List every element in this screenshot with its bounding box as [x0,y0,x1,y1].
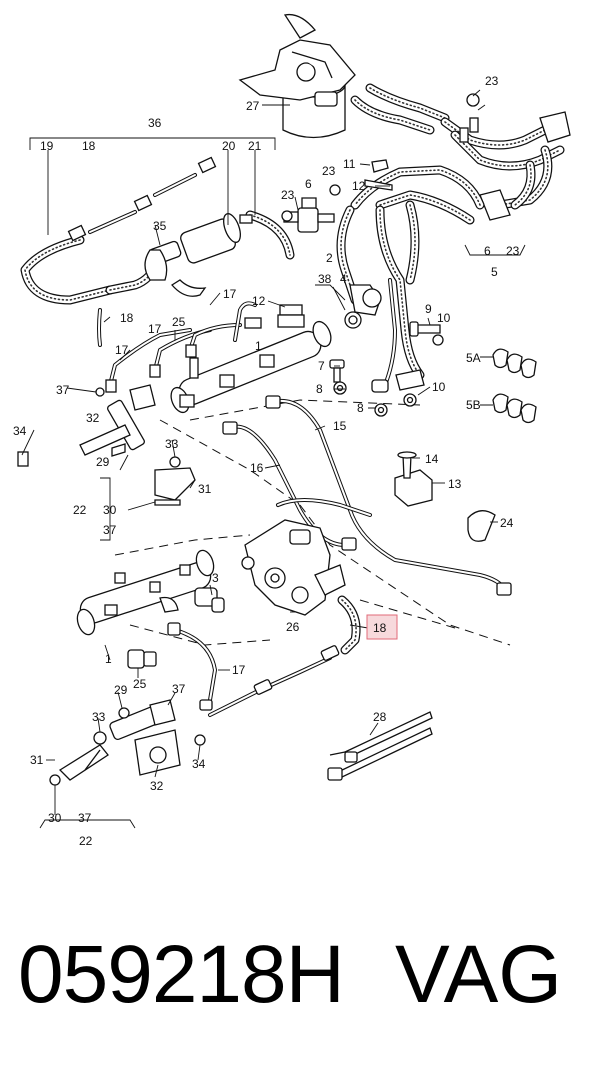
cable-ties [327,711,433,781]
callout-6: 6 [484,244,491,258]
callout-12: 12 [252,294,266,308]
callout-17: 17 [115,343,129,357]
callout-25: 25 [133,677,147,691]
lower-feed-pipe [127,595,361,717]
callout-5: 5 [491,265,498,279]
upper-injector [17,384,196,506]
callout-1: 1 [105,652,112,666]
callout-37: 37 [56,383,70,397]
callout-20: 20 [222,139,236,153]
callout-12: 12 [352,179,366,193]
callout-13: 13 [448,477,462,491]
callout-9: 9 [425,302,432,316]
callout-19: 19 [40,139,54,153]
callout-7: 7 [318,359,325,373]
fuel-system-exploded-diagram: 36 19 18 20 21 27 23 11 12 23 6 23 6 23 … [13,13,571,848]
callout-4: 4 [340,272,347,286]
callout-29: 29 [96,455,110,469]
leader-lines [21,89,526,829]
upper-right-hoses [350,83,571,225]
callout-30: 30 [103,503,117,517]
callout-34: 34 [192,757,206,771]
callout-25: 25 [172,315,186,329]
callout-37: 37 [78,811,92,825]
callout-11: 11 [343,157,356,171]
bracket-assembly [394,451,433,507]
fuel-filter [238,13,356,139]
callout-2: 2 [326,251,333,265]
callout-37: 37 [172,682,186,696]
callout-24: 24 [500,516,514,530]
clips [467,348,537,542]
callout-16: 16 [250,461,264,475]
callout-5B: 5B [466,398,481,412]
callout-22: 22 [73,503,87,517]
callout-8: 8 [357,401,364,415]
callout-labels: 36 19 18 20 21 27 23 11 12 23 6 23 6 23 … [13,74,520,848]
callout-10: 10 [432,380,446,394]
callout-30: 30 [48,811,62,825]
callout-17: 17 [148,322,162,336]
part-number: 059218H [18,929,345,1020]
callout-17: 17 [232,663,246,677]
callout-34: 34 [13,424,27,438]
callout-8: 8 [316,382,323,396]
callout-22: 22 [79,834,93,848]
footer: 059218H VAG [0,925,600,1035]
callout-18: 18 [120,311,134,325]
callout-33: 33 [92,710,106,724]
callout-28: 28 [373,710,387,724]
callout-23: 23 [322,164,336,178]
callout-18-highlighted: 18 [373,621,387,635]
callout-36: 36 [148,116,162,130]
high-pressure-pipes [222,395,512,596]
callout-1: 1 [255,339,262,353]
callout-32: 32 [150,779,164,793]
highlight-box [366,614,398,640]
callout-17: 17 [223,287,237,301]
callout-10: 10 [437,311,451,325]
callout-23: 23 [506,244,520,258]
callout-14: 14 [425,452,439,466]
callout-26: 26 [286,620,300,634]
lower-injector [49,699,206,786]
callout-3: 3 [212,571,219,585]
callout-33: 33 [165,437,179,451]
callout-27: 27 [246,99,260,113]
callout-23: 23 [485,74,499,88]
callout-23: 23 [281,188,295,202]
callout-32: 32 [86,411,100,425]
seals-and-bolts [329,321,444,417]
auxiliary-fuel-pump [144,213,253,297]
callout-35: 35 [153,219,167,233]
callout-37: 37 [103,523,117,537]
callout-31: 31 [198,482,212,496]
callout-5A: 5A [466,351,481,365]
callout-21: 21 [248,139,262,153]
upper-fuel-rail [105,284,382,414]
brand-name: VAG [395,929,563,1020]
callout-29: 29 [114,683,128,697]
centre-hoses [336,200,425,387]
callout-38: 38 [318,272,332,286]
callout-6: 6 [305,177,312,191]
pressure-valve [281,159,393,233]
high-pressure-pump [241,519,346,616]
lower-fuel-rail [76,549,225,711]
callout-31: 31 [30,753,44,767]
callout-18: 18 [82,139,96,153]
callout-15: 15 [333,419,347,433]
